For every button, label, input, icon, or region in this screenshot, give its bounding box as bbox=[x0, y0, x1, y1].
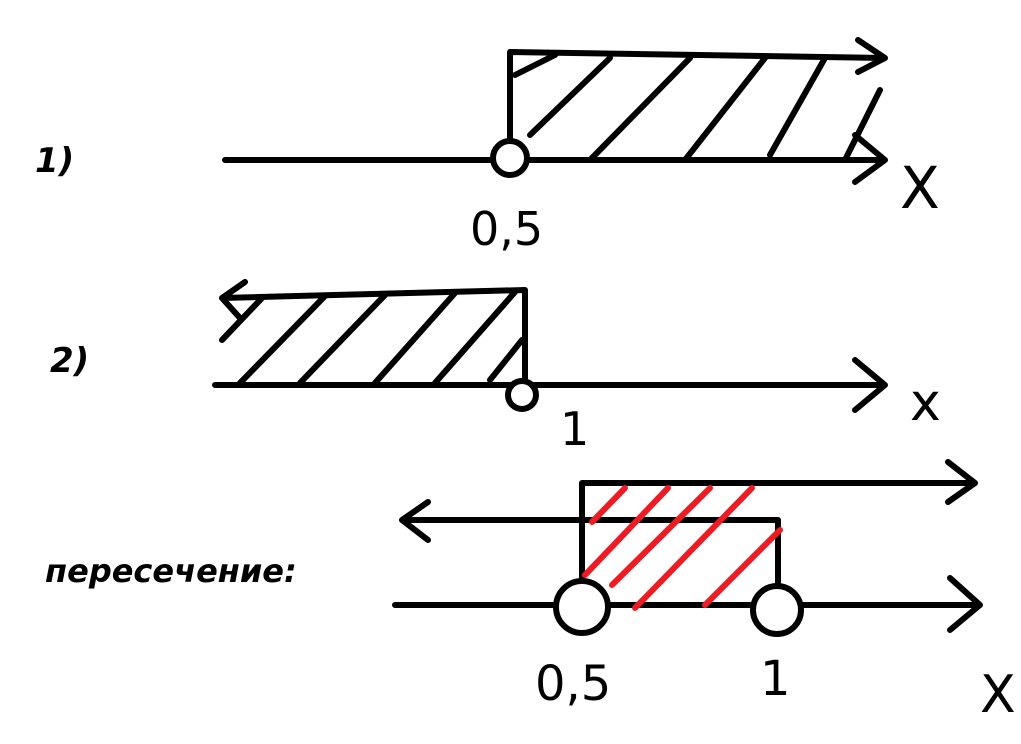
axis-label-x-3: X bbox=[980, 665, 1016, 725]
part-1-label: 1) bbox=[35, 141, 74, 181]
axis-label-x-2: x bbox=[910, 373, 941, 433]
ray-3-right bbox=[579, 459, 978, 583]
point-label-0-5-intersection: 0,5 bbox=[535, 656, 611, 712]
axis-3 bbox=[392, 575, 983, 633]
intersection-label: пересечение: bbox=[45, 552, 297, 590]
point-label-0-5: 0,5 bbox=[470, 202, 543, 256]
hatch-2 bbox=[219, 289, 525, 386]
inequality-1: 1) 0,5 X bbox=[35, 37, 940, 256]
open-point-1-intersection bbox=[750, 583, 804, 637]
inequality-2: 2) 1 x bbox=[50, 279, 941, 456]
point-label-1: 1 bbox=[560, 402, 589, 456]
open-point-0-5-intersection bbox=[553, 578, 611, 636]
ray-3-left bbox=[399, 499, 781, 588]
open-point-0-5 bbox=[490, 138, 530, 178]
axis-label-x-1: X bbox=[900, 154, 940, 222]
part-2-label: 2) bbox=[50, 341, 89, 381]
hatch-1 bbox=[512, 52, 883, 163]
ray-1 bbox=[507, 37, 888, 143]
point-label-1-intersection: 1 bbox=[760, 651, 791, 707]
axis-2 bbox=[212, 357, 888, 413]
axis-1 bbox=[222, 132, 888, 185]
open-point-1 bbox=[505, 378, 539, 412]
intersection-hatch bbox=[582, 485, 783, 611]
intersection: пересечение: 0,5 1 X bbox=[45, 459, 1016, 725]
